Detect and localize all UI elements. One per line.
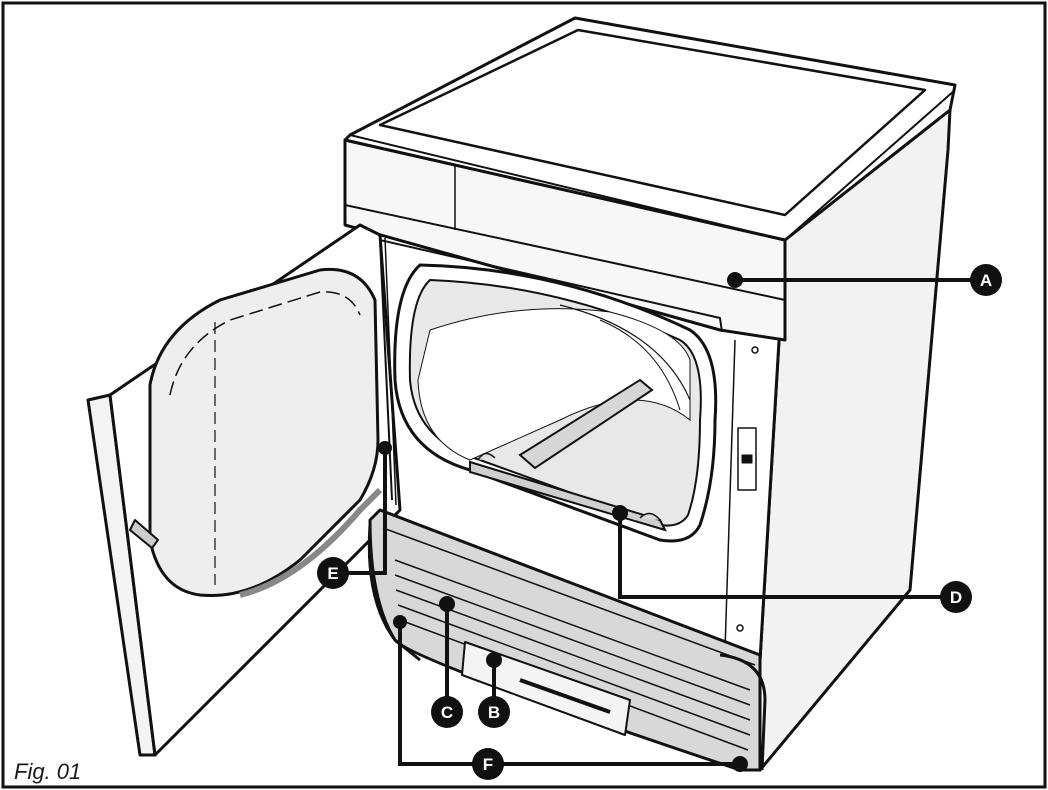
callout-B: B [478,696,510,728]
callout-leader-dots [378,272,748,772]
callout-C: C [431,696,463,728]
callout-A-label: A [980,271,992,290]
callout-leaders [335,278,985,766]
callout-D-label: D [950,588,962,607]
figure-caption: Fig. 01 [14,759,81,784]
callout-A: A [970,264,1002,296]
callout-E-label: E [327,564,338,583]
callout-B-label: B [488,703,500,722]
callout-D: D [940,581,972,613]
door-opening [393,263,718,543]
callout-E: E [317,557,349,589]
dryer-door [86,223,402,757]
callout-F-label: F [483,755,493,774]
kick-panel [367,508,767,772]
callout-C-label: C [441,703,453,722]
callout-F: F [472,748,504,780]
